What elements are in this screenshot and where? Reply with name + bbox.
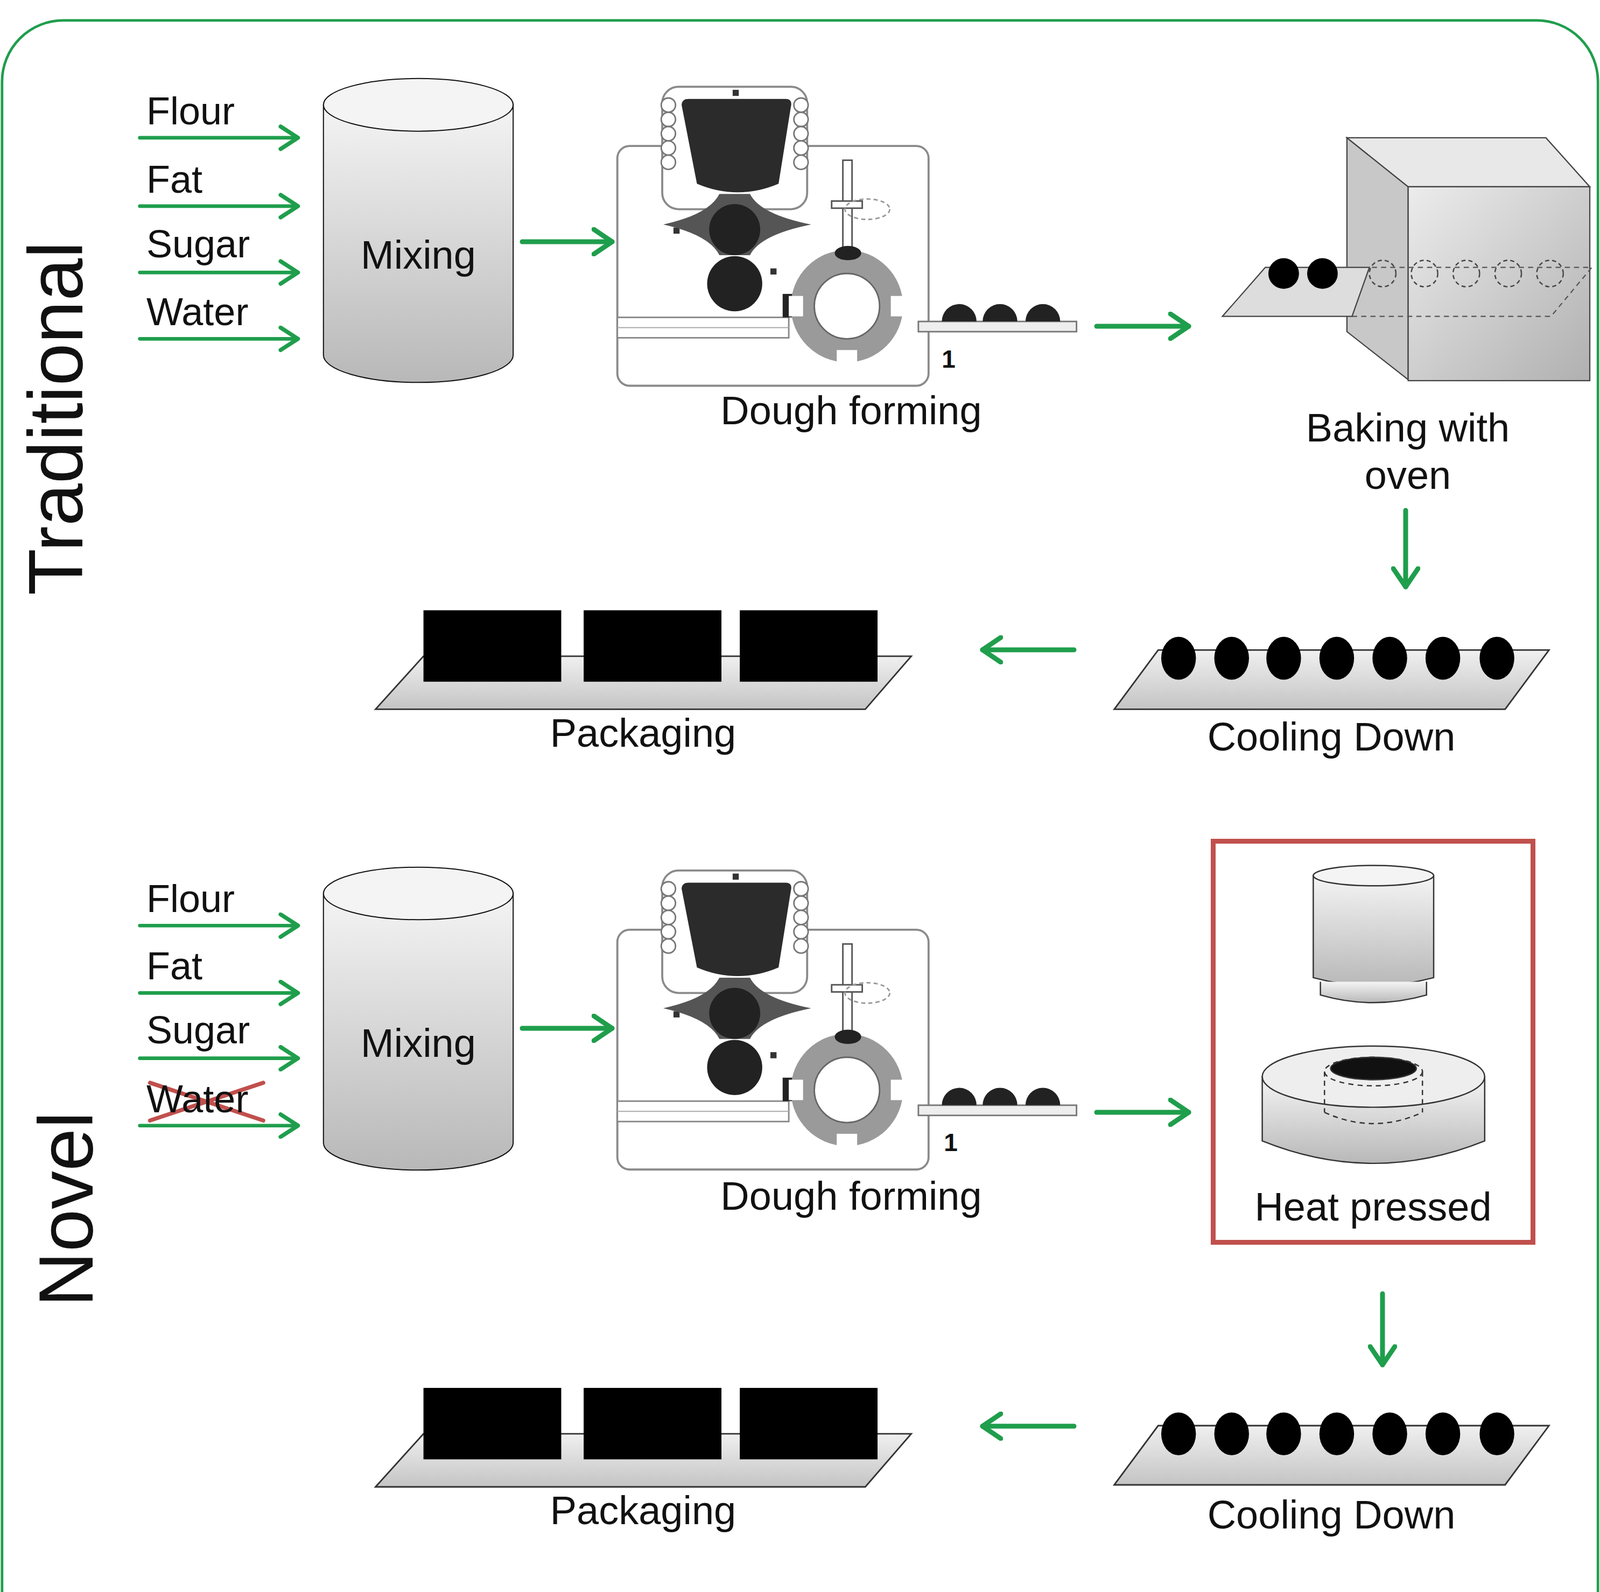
flow-arrow (982, 647, 1075, 653)
callout-number: 1 (943, 1128, 958, 1157)
oven (1411, 260, 1438, 287)
oven (1351, 267, 1592, 317)
flow-arrow (1096, 324, 1189, 329)
node-label: Mixing (360, 231, 476, 279)
process-stage: Packaging (375, 1387, 911, 1534)
label-anchor: Flour (146, 876, 235, 922)
callout-number: 1 (941, 345, 956, 374)
ingredient-arrows (139, 1056, 299, 1061)
packaging-tray (375, 1387, 912, 1487)
flow-arrow (982, 1423, 1075, 1429)
heat-press (1313, 875, 1434, 986)
ingredient-label: Flour (146, 88, 235, 134)
ingredient-label: Fat (146, 157, 203, 202)
ingredient-label: Flour (146, 876, 235, 922)
row-title: Traditional (11, 241, 100, 596)
label-anchor: Sugar (146, 1007, 250, 1053)
ingredient-arrows (139, 1123, 299, 1128)
heat-press (1262, 865, 1485, 1163)
oven (1495, 260, 1522, 287)
mixing-tank: Mixing (321, 76, 516, 386)
oven (1268, 258, 1300, 290)
flow-arrow (522, 239, 613, 245)
process-stage: Dough forming (616, 86, 1086, 434)
ingredient-arrows (139, 923, 299, 928)
node-label: Baking with oven (1278, 404, 1538, 499)
oven (1369, 260, 1564, 287)
node-label: Packaging (550, 1486, 737, 1534)
mixing-tank: Mixing (321, 865, 516, 1174)
cylinder-top (323, 867, 514, 921)
label-anchor: Fat (146, 157, 203, 202)
heat-press (1262, 1046, 1485, 1108)
label-anchor: 1 (943, 1128, 958, 1157)
flow-arrow (1096, 1110, 1189, 1115)
label-anchor: Novel (22, 1111, 110, 1307)
oven (1346, 137, 1590, 187)
process-stage: Baking with oven (1224, 137, 1592, 499)
ingredient-label: Water (146, 1076, 249, 1122)
flow-arrow (1403, 510, 1409, 587)
label-anchor: 1 (941, 345, 956, 374)
label-anchor: Fat (146, 943, 203, 989)
ingredient-arrows (139, 991, 299, 995)
node-label: Heat pressed (1254, 1183, 1492, 1231)
label-anchor: Flour (146, 88, 235, 134)
oven (1307, 258, 1338, 290)
oven (1369, 260, 1396, 287)
flow-arrow (1380, 1293, 1386, 1365)
oven (1536, 260, 1563, 287)
label-anchor: Water (146, 1076, 249, 1122)
ingredient-label: Sugar (146, 221, 250, 267)
oven (1408, 186, 1590, 381)
heat-press (1421, 1071, 1423, 1113)
dough-forming-machine (617, 870, 1077, 1170)
node-label: Mixing (360, 1019, 476, 1067)
node-label: Cooling Down (1207, 1491, 1456, 1539)
ingredient-label: Fat (146, 943, 203, 989)
oven (1222, 137, 1592, 381)
cooling-tray (1114, 636, 1549, 710)
cylinder-outline (321, 76, 516, 386)
cylinder-outline (321, 865, 516, 1174)
heat-press (1330, 1057, 1417, 1080)
node-label: Cooling Down (1207, 713, 1456, 761)
heat-press (1320, 981, 1427, 1003)
process-stage: Cooling Down (1113, 1413, 1549, 1539)
label-anchor: Sugar (146, 221, 250, 267)
heat-press (1313, 865, 1434, 886)
cylinder-top (323, 78, 514, 132)
process-stage: Dough forming (616, 869, 1086, 1220)
highlight-box: Heat pressed (1210, 838, 1536, 1245)
process-stage: Packaging (375, 609, 911, 757)
ingredient-arrows (139, 136, 299, 140)
flow-arrow (522, 1026, 613, 1031)
row-title: Novel (22, 1111, 110, 1307)
ingredient-arrows (139, 204, 299, 209)
node-label: Packaging (550, 709, 737, 757)
cylinder-body (323, 104, 514, 383)
ingredient-label: Sugar (146, 1007, 250, 1053)
node-label: Dough forming (720, 387, 982, 434)
dough-forming-machine (617, 86, 1077, 386)
label-anchor: Traditional (11, 241, 100, 596)
oven (1453, 260, 1480, 287)
cooling-tray (1114, 1412, 1549, 1485)
outer-border (2, 20, 1598, 1592)
process-stage: Cooling Down (1113, 634, 1549, 761)
label-anchor: Water (146, 289, 249, 335)
node-label: Dough forming (720, 1172, 982, 1220)
heat-press (1324, 1112, 1423, 1124)
ingredient-arrows (139, 270, 299, 275)
ingredient-arrows (139, 137, 299, 1126)
packaging-tray (375, 610, 912, 710)
heat-press (1324, 1057, 1423, 1124)
cylinder-body (323, 893, 514, 1171)
ingredient-label: Water (146, 289, 249, 335)
heat-press (1323, 1071, 1325, 1113)
ingredient-arrows (139, 337, 299, 341)
heat-press (1324, 1057, 1423, 1086)
